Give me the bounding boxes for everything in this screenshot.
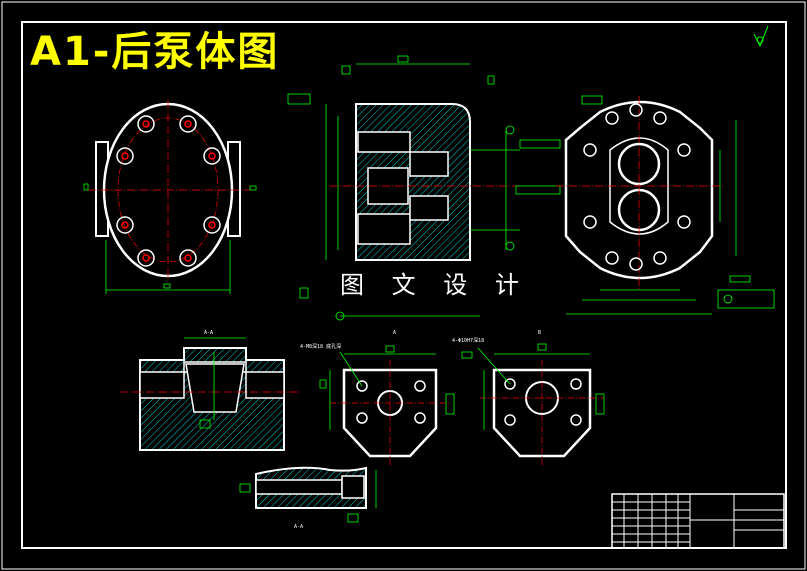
bolt-hole — [137, 249, 155, 267]
tapped-hole — [414, 380, 426, 392]
title-block — [611, 493, 785, 549]
hole-note-right: 4-Φ10H7深18 — [452, 338, 485, 344]
title-block-frame — [611, 493, 785, 549]
partial-section-dimensions — [239, 470, 377, 523]
bolt-hole — [179, 115, 197, 133]
view-label-a: A — [393, 330, 397, 336]
side-section-port-lower — [409, 195, 449, 221]
view-b-dimensions — [461, 343, 605, 430]
right-view-gear-cavity — [609, 137, 669, 235]
bolt-hole — [629, 257, 643, 271]
drawing-title: A1-后泵体图 — [30, 29, 280, 75]
right-view-dimensions — [566, 95, 775, 315]
view-label-b: B — [538, 330, 542, 336]
bolt-hole — [203, 147, 221, 165]
right-view-bolt-holes — [583, 103, 691, 271]
front-view-bolt-holes — [116, 115, 221, 267]
right-view — [556, 95, 775, 315]
view-b — [461, 343, 605, 466]
front-view — [83, 100, 257, 294]
section-a-a-dimensions — [184, 337, 246, 429]
section-label-bottom: A-A — [294, 524, 304, 530]
tapped-hole — [356, 380, 368, 392]
roughness-symbol — [753, 25, 769, 48]
bolt-hole — [653, 251, 667, 265]
bolt-hole — [116, 147, 134, 165]
partial-section-bore — [255, 479, 343, 495]
bolt-hole — [629, 103, 643, 117]
bolt-hole — [677, 143, 691, 157]
tapped-hole — [414, 412, 426, 424]
pin-hole — [504, 414, 516, 426]
front-view-dimensions — [83, 183, 257, 294]
bolt-hole — [137, 115, 155, 133]
bolt-hole — [605, 251, 619, 265]
bolt-hole — [605, 111, 619, 125]
side-section-view — [287, 55, 561, 321]
section-a-a-slot — [185, 363, 245, 413]
partial-section-step — [341, 475, 365, 499]
view-a-dimensions — [319, 345, 455, 430]
tapped-hole — [356, 412, 368, 424]
view-b-holes — [504, 378, 582, 426]
bolt-hole — [677, 215, 691, 229]
bolt-hole — [116, 216, 134, 234]
watermark-text: 图 文 设 计 — [340, 271, 529, 299]
pin-hole — [504, 378, 516, 390]
bolt-hole — [203, 216, 221, 234]
section-a-a — [120, 337, 300, 451]
view-a — [319, 345, 455, 466]
side-section-upper-cavity — [357, 131, 411, 153]
section-a-a-cavity — [139, 361, 285, 399]
bolt-hole — [653, 111, 667, 125]
view-a-holes — [356, 380, 426, 424]
side-section-port-upper — [409, 151, 449, 177]
pin-hole — [570, 414, 582, 426]
hole-note-left: 4-M8深18 底孔深 — [300, 344, 342, 350]
side-section-callouts — [505, 125, 561, 251]
inner-frame — [21, 21, 787, 549]
section-label-top: A-A — [204, 330, 214, 336]
bolt-hole — [583, 143, 597, 157]
bolt-hole — [583, 215, 597, 229]
pin-hole — [570, 378, 582, 390]
bolt-hole — [179, 249, 197, 267]
partial-section — [239, 466, 377, 523]
side-section-dimensions — [287, 55, 520, 321]
side-section-lower-cavity — [357, 213, 411, 245]
